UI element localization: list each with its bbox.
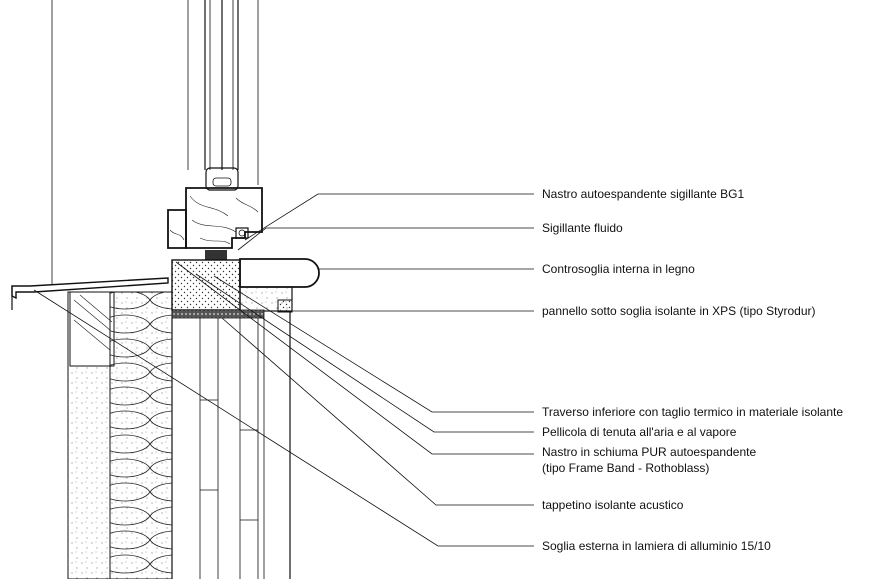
glass-seal [212, 177, 232, 187]
label-lower-traverse: Traverso inferiore con taglio termico in… [542, 405, 843, 419]
aluminium-outer-sill [11, 277, 169, 300]
label-pur-foam-tape: Nastro in schiuma PUR autoespandente [542, 445, 756, 459]
xps-panel-small [277, 299, 293, 313]
acoustic-mat [171, 309, 265, 319]
label-xps-panel: pannello sotto soglia isolante in XPS (t… [542, 304, 816, 318]
expanding-tape-bg1 [205, 250, 227, 260]
label-expanding-tape: Nastro autoespandente sigillante BG1 [542, 187, 744, 201]
glazing [187, 0, 259, 185]
glass-spacer [205, 167, 239, 191]
label-acoustic-mat: tappetino isolante acustico [542, 498, 684, 512]
label-aluminium-sill: Soglia esterna in lamiera di alluminio 1… [542, 539, 771, 553]
label-interior-counter-sill: Controsoglia interna in legno [542, 262, 695, 276]
exterior-insulation [67, 291, 173, 579]
label-pur-foam-tape-type: (tipo Frame Band - Rothoblass) [542, 461, 709, 475]
wall-structure [171, 312, 291, 579]
lower-frame-traverse [167, 209, 187, 249]
window-sash-frame [185, 187, 263, 249]
leader-lines [33, 193, 534, 547]
interior-wood-counter-sill [239, 258, 320, 288]
label-fluid-sealant: Sigillante fluido [542, 221, 623, 235]
label-vapour-film: Pellicola di tenuta all'aria e al vapore [542, 425, 737, 439]
